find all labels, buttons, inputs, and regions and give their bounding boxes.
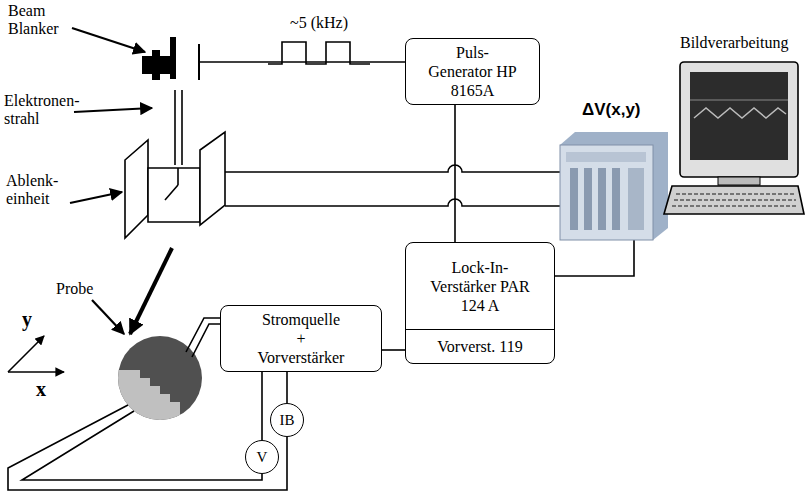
connector-line (454, 105, 456, 242)
drawing-part (177, 168, 179, 185)
connector-line (382, 349, 405, 351)
part-name: Probe (56, 280, 93, 298)
beam-arrow (130, 248, 172, 334)
drawing-part (680, 62, 798, 177)
drawing-part (181, 90, 183, 165)
drawing-part (584, 168, 592, 230)
drawing-part (690, 100, 788, 101)
electron-beam (175, 90, 182, 165)
drawing-part (612, 168, 620, 230)
drawing-part (110, 370, 180, 430)
drawing-part (225, 165, 562, 172)
drawing-part (690, 72, 788, 160)
drawing-part (174, 90, 176, 165)
drawing-part (566, 152, 646, 162)
drawing-part (199, 61, 405, 63)
drawing-part (142, 50, 170, 80)
node-title: Puls- Generator HP 8165A (423, 43, 523, 100)
current-source-box: Stromquelle + Vorverstärker (220, 305, 382, 372)
pulse-waveform (268, 42, 370, 64)
ammeter-circle: IB (270, 403, 304, 437)
drawing-part (165, 185, 178, 200)
node-title: IB (280, 411, 295, 430)
drawing-part (74, 108, 152, 112)
node-subtitle: Vorverst. 119 (430, 337, 530, 356)
generator-box: Puls- Generator HP 8165A (405, 38, 540, 105)
axis-label: x (36, 378, 46, 400)
part-name: Bildverarbeitung (680, 34, 788, 52)
axes (8, 336, 64, 372)
signal-wire (555, 236, 634, 276)
drawing-part (70, 192, 122, 203)
drawing-part (672, 194, 798, 206)
part-name: Ablenk- einheit (6, 172, 58, 208)
signal-label: ΔV(x,y) (582, 100, 641, 119)
drawing-part (192, 324, 221, 357)
deflection-wire (225, 165, 562, 206)
connector-line (261, 372, 263, 440)
probe (110, 336, 202, 430)
drawing-part (694, 108, 786, 118)
drawing-part (92, 300, 124, 334)
drawing-part (664, 186, 804, 214)
drawing-part (8, 405, 287, 490)
node-title: V (257, 448, 268, 467)
voltmeter-circle: V (245, 440, 279, 474)
frequency-label: ~5 (kHz) (290, 14, 348, 32)
drawing-part (560, 145, 653, 240)
drawing-part (125, 140, 148, 238)
drawing-part (72, 28, 145, 52)
drawing-part (560, 132, 668, 240)
deflection-unit (125, 132, 225, 238)
drawing-part (8, 336, 44, 372)
drawing-part (718, 177, 760, 185)
node-title: Stromquelle + Vorverstärker (258, 310, 345, 367)
measurement-device (560, 132, 668, 240)
drawing-part (148, 168, 200, 222)
drawing-part (225, 199, 562, 206)
lockin-box: Lock-In- Verstärker PAR 124 A Vorverst. 1… (405, 242, 555, 364)
drawing-part (8, 371, 64, 373)
drawing-part (570, 168, 578, 230)
computer (664, 62, 804, 214)
drawing-part (628, 168, 644, 230)
drawing-part (598, 168, 606, 230)
axis-label: y (22, 308, 32, 330)
drawing-part (22, 411, 262, 480)
drawing-part (200, 132, 225, 225)
node-title: Lock-In- Verstärker PAR 124 A (430, 258, 530, 315)
part-name: Beam Blanker (8, 2, 59, 38)
part-name: Elektronen- strahl (4, 92, 80, 128)
beam-blanker (142, 37, 405, 80)
drawing-part (170, 37, 176, 79)
connector-line (286, 372, 288, 403)
